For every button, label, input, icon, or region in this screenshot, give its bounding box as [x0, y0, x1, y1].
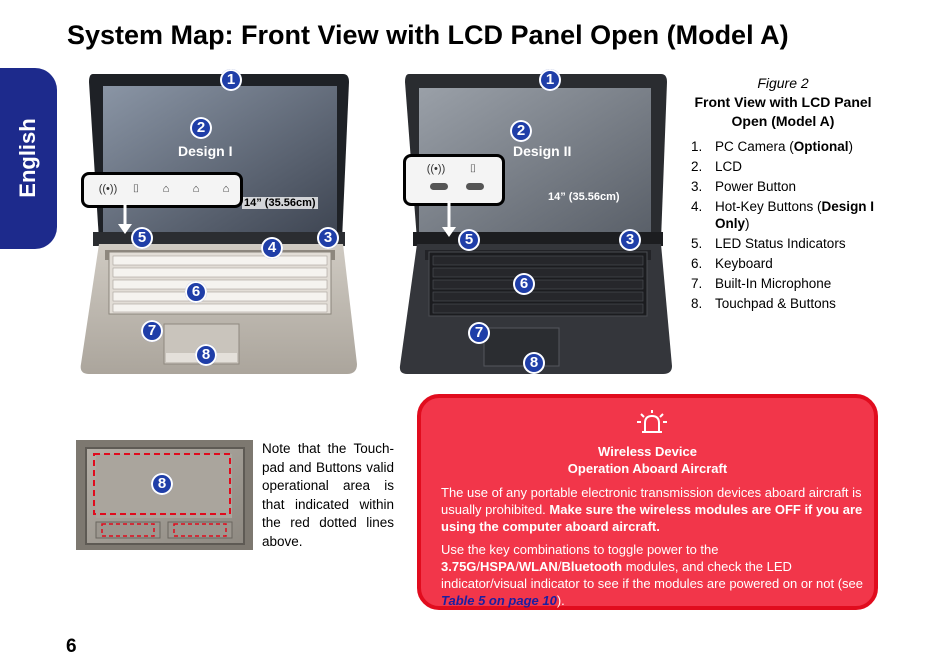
callout-7-design-1: 7	[141, 320, 163, 342]
callout-8-touchpad: 8	[151, 473, 173, 495]
legend-item: 4.Hot-Key Buttons (Design I Only)	[691, 199, 875, 231]
legend-item: 2.LCD	[691, 159, 743, 174]
arrow-icon	[118, 204, 132, 234]
legend-item: 3.Power Button	[691, 179, 797, 194]
callout-5-design-2: 5	[458, 229, 480, 251]
figure-number: Figure 2	[757, 75, 809, 91]
callout-8-design-1: 8	[195, 344, 217, 366]
page-number: 6	[66, 636, 77, 657]
callout-3-design-2: 3	[619, 229, 641, 251]
legend-item: 6.Keyboard	[691, 256, 773, 271]
table-5-link[interactable]: Table 5 on page 10	[441, 593, 557, 608]
language-tab: English	[0, 68, 57, 249]
callout-8-design-2: 8	[523, 352, 545, 374]
lock-icon: ⌂	[222, 183, 230, 195]
alarm-icon	[637, 410, 667, 433]
design-1-label: Design I	[178, 143, 233, 159]
legend-item: 5.LED Status Indicators	[691, 236, 846, 251]
language-tab-label: English	[15, 118, 40, 198]
warning-paragraph-1: The use of any portable electronic trans…	[441, 485, 863, 534]
callout-2-design-1: 2	[190, 117, 212, 139]
callout-1-design-1: 1	[220, 69, 242, 91]
callout-3-design-1: 3	[317, 227, 339, 249]
design-2-label: Design II	[513, 143, 572, 159]
page-title: System Map: Front View with LCD Panel Op…	[67, 20, 789, 50]
figure-title: Front View with LCD Panel Open (Model A)	[694, 94, 872, 129]
storage-icon: ⌷	[469, 163, 477, 175]
warning-title: Wireless Device Operation Aboard Aircraf…	[567, 444, 728, 476]
wireless-icon: ((•))	[426, 163, 446, 175]
lock-icon: ⌂	[192, 183, 200, 195]
legend-item: 8.Touchpad & Buttons	[691, 296, 836, 311]
storage-icon: ⌷	[132, 183, 140, 195]
legend-item: 1.PC Camera (Optional)	[691, 139, 854, 154]
touchpad-photo	[76, 440, 253, 550]
component-legend: 1.PC Camera (Optional) 2.LCD 3.Power But…	[691, 138, 891, 315]
design-1-size-label: 14” (35.56cm)	[242, 197, 318, 209]
callout-6-design-1: 6	[185, 281, 207, 303]
led-indicator	[430, 183, 448, 190]
touchpad-note: Note that the Touch-pad and Buttons vali…	[262, 441, 394, 549]
led-indicator	[466, 183, 484, 190]
legend-item: 7.Built-In Microphone	[691, 276, 832, 291]
warning-paragraph-2: Use the key combinations to toggle power…	[441, 542, 864, 608]
wireless-warning-box: Wireless Device Operation Aboard Aircraf…	[417, 394, 878, 610]
callout-6-design-2: 6	[513, 273, 535, 295]
callout-4-design-1: 4	[261, 237, 283, 259]
hotkey-buttons-inset: ((•)) ⌷ ⌂ ⌂ ⌂	[81, 172, 243, 208]
figure-caption: Figure 2 Front View with LCD Panel Open …	[690, 75, 876, 131]
callout-1-design-2: 1	[539, 69, 561, 91]
lock-icon: ⌂	[162, 183, 170, 195]
callout-5-design-1: 5	[131, 227, 153, 249]
callout-2-design-2: 2	[510, 120, 532, 142]
wireless-icon: ((•))	[98, 183, 118, 195]
arrow-icon	[442, 201, 456, 237]
design-2-size-label: 14” (35.56cm)	[548, 191, 620, 203]
laptop-design-2-photo	[399, 72, 674, 377]
led-indicators-inset: ((•)) ⌷	[403, 154, 505, 206]
callout-7-design-2: 7	[468, 322, 490, 344]
